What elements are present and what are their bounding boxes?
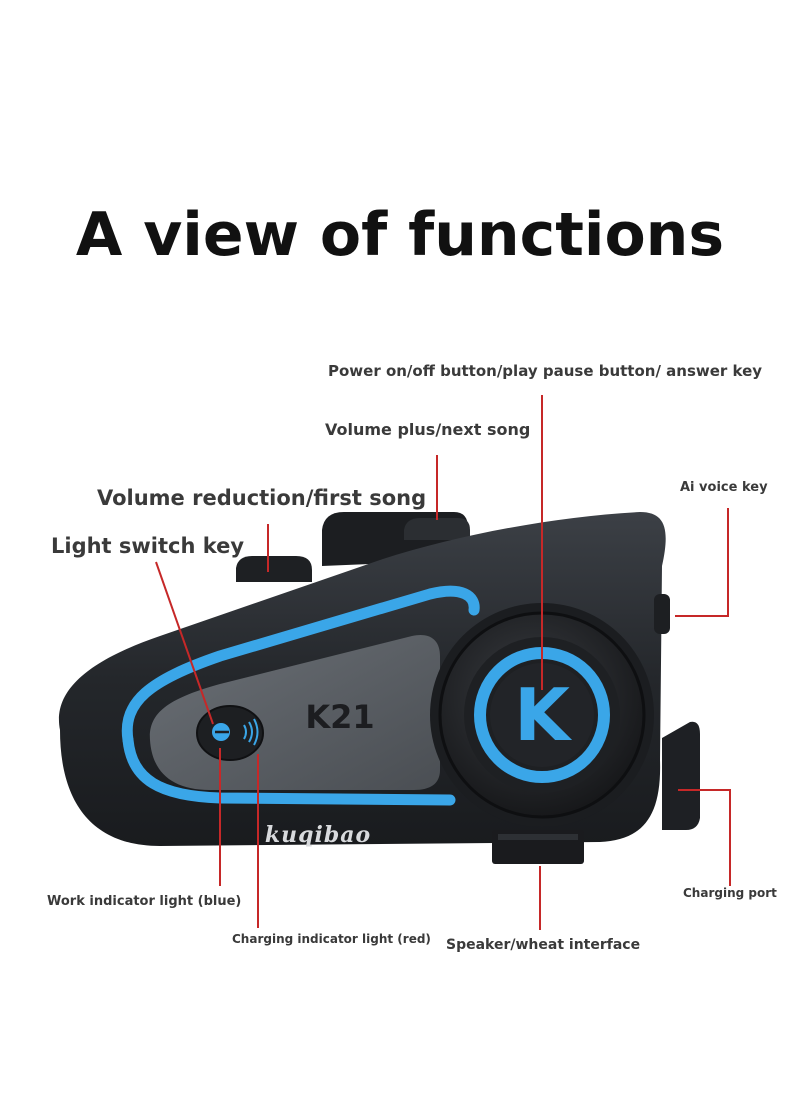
label-work-indicator: Work indicator light (blue) [47,894,242,909]
page-title: A view of functions [75,200,725,270]
label-volume-plus: Volume plus/next song [325,420,531,439]
blue-light-strip [121,585,480,806]
knob-k-badge: K [514,673,572,757]
light-switch-key [196,705,264,761]
pointer-light-switch [155,561,214,725]
label-volume-reduction: Volume reduction/first song [97,486,427,510]
pointer-lines [155,395,731,930]
model-label: K21 [305,698,374,736]
volume-reduction-button [236,556,312,582]
label-charging-indicator: Charging indicator light (red) [232,932,431,946]
power-knob [430,603,654,827]
label-power: Power on/off button/play pause button/ a… [328,362,763,380]
label-light-switch: Light switch key [51,534,245,558]
label-ai-voice: Ai voice key [680,480,768,495]
pointer-ai-voice [675,508,729,617]
charging-port [662,721,700,830]
label-charging-port: Charging port [683,886,777,900]
ai-voice-key [654,594,670,634]
pointer-charging-port [678,789,731,886]
speaker-interface [492,830,584,864]
brand-logo: kuqibao [265,822,371,848]
label-speaker-interface: Speaker/wheat interface [446,937,641,953]
